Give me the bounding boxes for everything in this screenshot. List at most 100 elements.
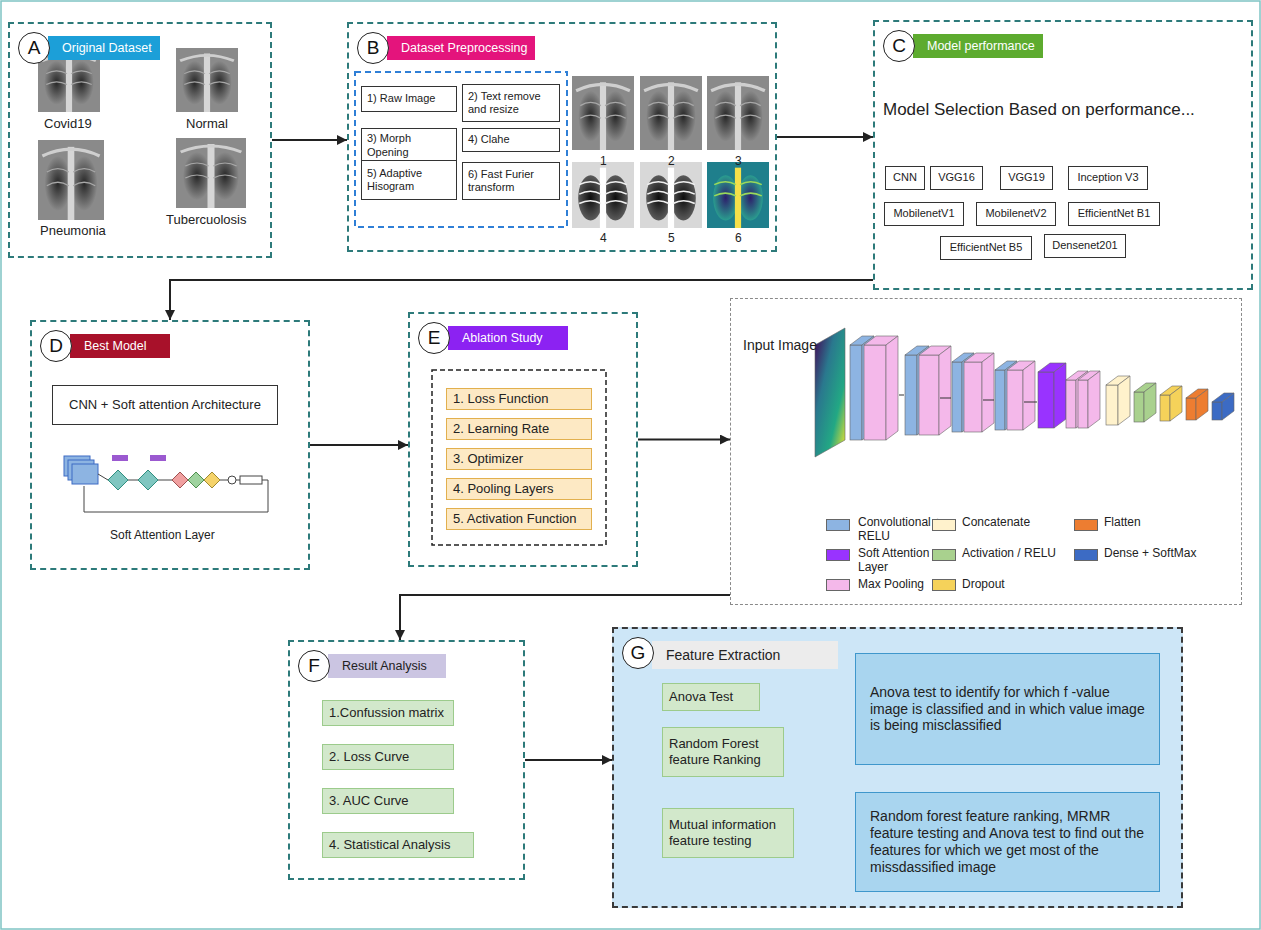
network-sketch [1160, 386, 1182, 421]
attention-sketch [240, 476, 262, 484]
attention-sketch [108, 470, 128, 490]
box-text: 1.Confussion matrix [329, 705, 444, 721]
network-sketch [1186, 389, 1208, 420]
process-box: 6) Fast Furier transform [462, 162, 560, 200]
legend-text: Concatenate [962, 515, 1062, 529]
network-sketch [1212, 402, 1222, 420]
model-box: CNN + Soft attention Architecture [52, 385, 278, 425]
image-caption: Tubercuolosis [166, 212, 246, 227]
network-sketch [1134, 383, 1156, 422]
attention-sketch [64, 455, 268, 512]
model-box: VGG16 [930, 166, 983, 190]
flow-arrow [272, 139, 347, 141]
box-text: Densenet201 [1052, 239, 1117, 252]
box-text: Random forest feature ranking, MRMR feat… [870, 808, 1145, 875]
model-box: EfficientNet B1 [1068, 202, 1160, 226]
legend-text: Dropout [962, 577, 1062, 591]
flow-arrow [170, 280, 873, 320]
network-sketch [1078, 371, 1100, 428]
model-box: CNN [885, 166, 925, 190]
stage-panel: EAblation Study1. Loss Function2. Learni… [408, 312, 638, 567]
step-letter: A [18, 32, 50, 64]
legend-swatch [932, 579, 956, 591]
preprocessed-image [707, 162, 769, 228]
network-sketch [1186, 398, 1196, 420]
attention-sketch [72, 464, 98, 484]
network-sketch [919, 355, 939, 435]
legend-swatch [932, 519, 956, 531]
network-sketch [1066, 380, 1076, 428]
image-caption: Model Selection Based on performance... [883, 100, 1195, 120]
stage-panel: BDataset Preprocessing1) Raw Image2) Tex… [347, 22, 777, 252]
model-box: EfficientNet B5 [940, 236, 1032, 260]
network-sketch [815, 328, 845, 457]
ablation-item: 4. Pooling Layers [446, 478, 592, 500]
xray-image [38, 48, 246, 220]
process-box: 3) Morph Opening [361, 128, 457, 163]
panel-header: Original Dataset [48, 36, 160, 60]
ablation-item: 2. Learning Rate [446, 418, 592, 440]
box-text: 4) Clahe [468, 133, 554, 146]
step-letter: B [357, 32, 389, 64]
analysis-item: 2. Loss Curve [322, 744, 454, 770]
network-sketch [864, 345, 886, 440]
stage-panel: CModel performanceCNNVGG16VGG19Inception… [873, 20, 1253, 290]
model-box: MobilenetV1 [884, 202, 964, 226]
step-letter: G [622, 637, 654, 669]
analysis-item: 4. Statistical Analysis [322, 832, 474, 858]
box-text: EfficientNet B5 [950, 241, 1023, 254]
network-sketch [1160, 395, 1170, 421]
network-sketch [964, 362, 982, 432]
flow-arrow [638, 439, 730, 441]
note-box: Anova test to identify for which f -valu… [855, 653, 1160, 765]
network-sketch [1106, 385, 1118, 425]
xray-image [38, 140, 104, 220]
model-box: Inception V3 [1068, 166, 1148, 190]
box-text: 6) Fast Furier transform [468, 168, 554, 194]
box-text: Inception V3 [1077, 171, 1138, 184]
image-caption: 2 [668, 154, 675, 168]
model-box: VGG19 [1000, 166, 1053, 190]
box-text: MobilenetV2 [985, 207, 1046, 220]
network-sketch [1106, 376, 1130, 425]
box-text: Mutual information feature testing [669, 817, 787, 848]
note-box: Random forest feature ranking, MRMR feat… [855, 792, 1160, 892]
stage-panel: FResult Analysis1.Confussion matrix2. Lo… [288, 640, 525, 880]
network-sketch [995, 370, 1005, 430]
network-sketch [1118, 376, 1130, 425]
image-caption: 5 [668, 231, 675, 245]
box-text: Random Forest feature Ranking [669, 736, 777, 767]
box-text: EfficientNet B1 [1078, 207, 1151, 220]
xray-image [176, 48, 238, 112]
process-box: 5) Adaptive Hisogram [361, 160, 457, 200]
box-text: 5. Activation Function [453, 511, 577, 527]
step-letter: D [40, 330, 72, 362]
box-text: CNN [893, 171, 917, 184]
panel-header: Ablation Study [448, 326, 568, 350]
box-text: Anova Test [669, 689, 733, 705]
preprocessed-image [572, 76, 634, 150]
stage-panel: AOriginal Dataset [8, 22, 272, 258]
box-text: 5) Adaptive Hisogram [367, 167, 451, 193]
box-text: VGG19 [1008, 171, 1045, 184]
network-sketch [905, 355, 917, 435]
box-text: 3. Optimizer [453, 451, 523, 467]
legend-swatch [1074, 549, 1098, 561]
box-text: 4. Statistical Analysis [329, 837, 450, 853]
flow-arrow [525, 759, 612, 761]
group-outline [355, 72, 567, 227]
network-sketch [850, 345, 862, 440]
panel-caption: Input Image [743, 337, 817, 353]
ablation-item: 5. Activation Function [446, 508, 592, 530]
step-letter: C [883, 30, 915, 62]
network-sketch [1054, 363, 1066, 428]
image-caption: Pneumonia [40, 223, 106, 238]
analysis-item: Mutual information feature testing [662, 808, 794, 858]
legend-text: Activation / RELU [962, 546, 1072, 560]
network-sketch [1007, 370, 1023, 430]
box-text: 2) Text remove and resize [468, 90, 554, 116]
analysis-item: 1.Confussion matrix [322, 700, 454, 726]
legend-text: Convolutional + RELU [858, 515, 950, 543]
preprocessed-image [707, 76, 769, 150]
